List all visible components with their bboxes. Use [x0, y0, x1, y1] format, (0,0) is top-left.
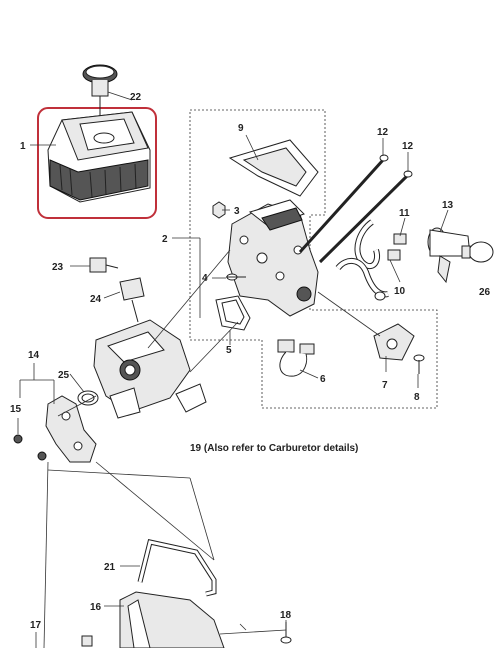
part-15-screws[interactable] [13, 434, 47, 461]
callout-15: 15 [10, 404, 22, 415]
part-10-hose[interactable] [335, 219, 389, 301]
callout-3: 3 [234, 206, 240, 217]
part-17-clip[interactable] [81, 635, 93, 647]
part-5-o-ring[interactable] [215, 295, 251, 331]
carburetor-caption: 19 (Also refer to Carburetor details) [190, 443, 358, 454]
callout-5: 5 [226, 345, 232, 356]
callout-1: 1 [20, 141, 26, 152]
part-3-nut[interactable] [212, 201, 226, 219]
part-12-bolt-b[interactable] [318, 170, 413, 264]
part-25-ring[interactable] [77, 390, 99, 406]
callout-25: 25 [58, 370, 70, 381]
part-24-fitting[interactable] [119, 277, 145, 323]
part-26-primer-bulb[interactable] [461, 241, 494, 263]
callout-18: 18 [280, 610, 292, 621]
callout-12b: 12 [402, 141, 414, 152]
part-8-screw[interactable] [413, 354, 425, 374]
part-16-lower-housing[interactable] [119, 591, 225, 648]
assembly-outline-dashed [189, 109, 438, 409]
callout-4: 4 [202, 273, 208, 284]
callout-6: 6 [320, 374, 326, 385]
part-7-bracket[interactable] [373, 323, 415, 361]
callout-12a: 12 [377, 127, 389, 138]
part-6-sensor[interactable] [277, 339, 315, 377]
callout-2: 2 [162, 234, 168, 245]
callout-leaders [17, 91, 449, 648]
highlight-box-part-1[interactable] [37, 107, 157, 219]
part-11-connector[interactable] [387, 233, 407, 261]
callout-14: 14 [28, 350, 40, 361]
part-19-carburetor[interactable] [93, 319, 207, 419]
part-18-screw[interactable] [280, 622, 292, 644]
part-4-washer[interactable] [226, 273, 246, 281]
callout-22: 22 [130, 92, 142, 103]
part-22-knob[interactable] [82, 64, 118, 128]
callout-21: 21 [104, 562, 116, 573]
exploded-guide-lines [43, 249, 381, 648]
callout-24: 24 [90, 294, 102, 305]
part-9-frame[interactable] [228, 139, 319, 197]
part-12-bolt-a[interactable] [298, 154, 389, 254]
callout-23: 23 [52, 262, 64, 273]
part-13-pump[interactable] [427, 227, 471, 284]
callout-26: 26 [479, 287, 491, 298]
callout-7: 7 [382, 380, 388, 391]
callout-17: 17 [30, 620, 42, 631]
callout-11: 11 [399, 208, 410, 219]
part-14-intake[interactable] [45, 395, 97, 463]
part-23-plug[interactable] [89, 257, 119, 273]
callout-13: 13 [442, 200, 454, 211]
callout-10: 10 [394, 286, 406, 297]
callout-16: 16 [90, 602, 102, 613]
part-21-handle[interactable] [137, 539, 217, 597]
part-2-housing[interactable] [227, 199, 319, 317]
part-1-air-filter[interactable] [47, 111, 151, 203]
callout-8: 8 [414, 392, 420, 403]
callout-9: 9 [238, 123, 244, 134]
